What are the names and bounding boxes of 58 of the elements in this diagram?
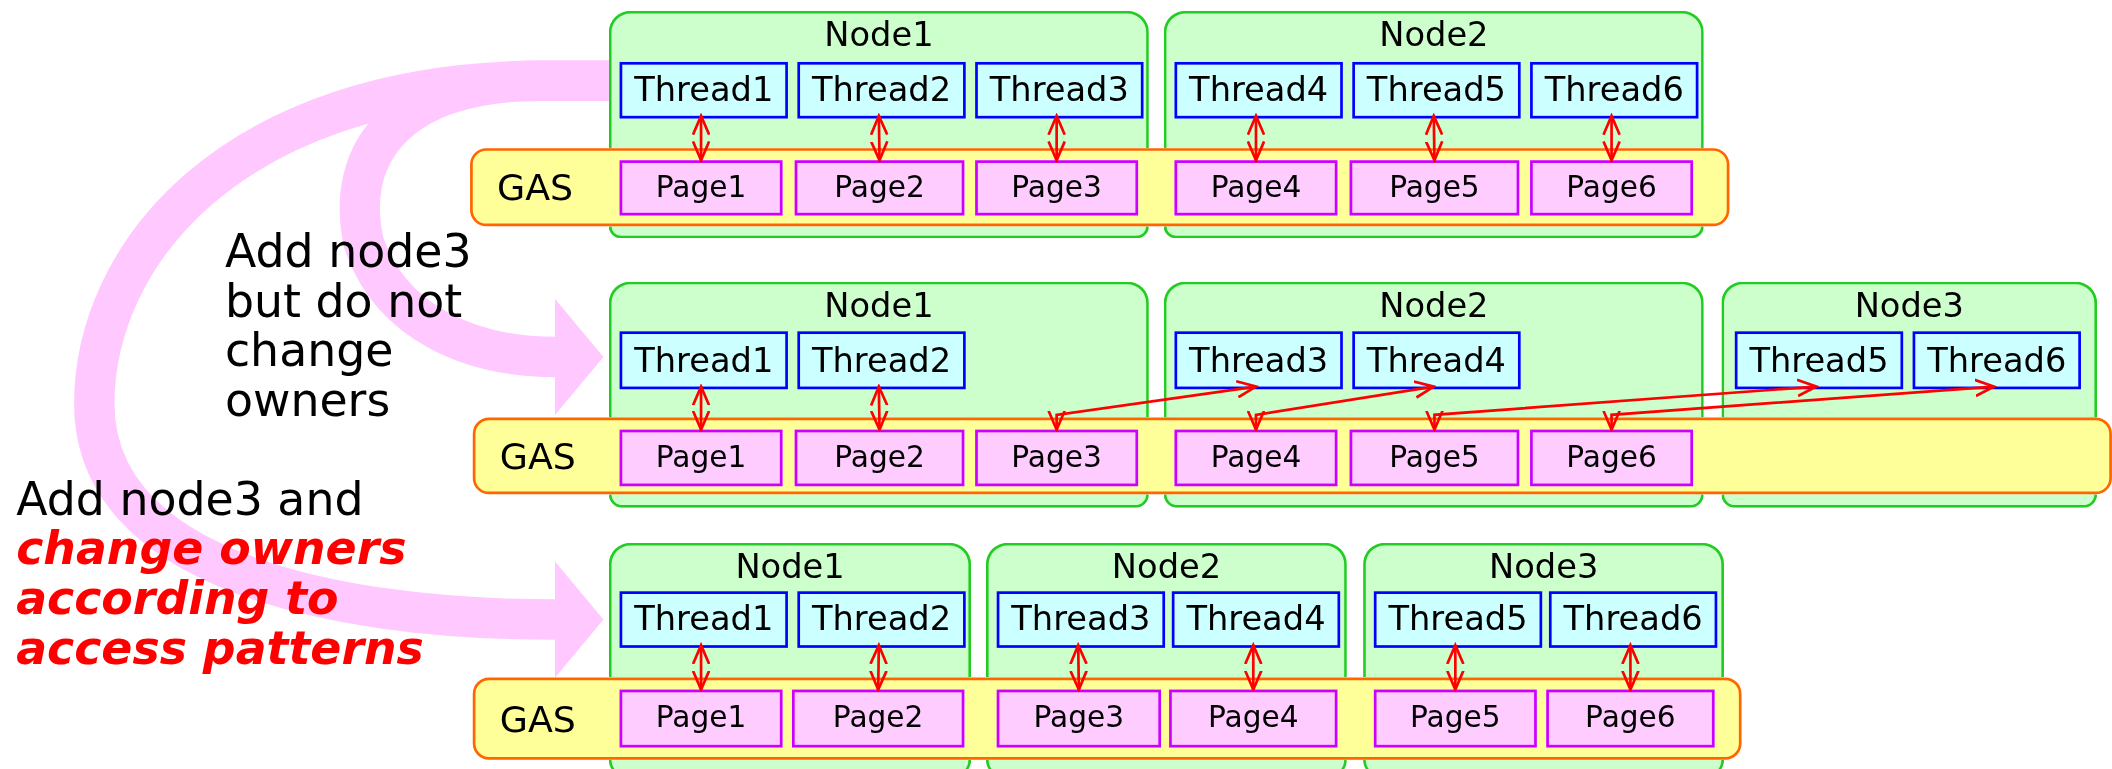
arrow	[1425, 378, 1818, 431]
thread-box: Thread1	[619, 591, 788, 648]
arrow	[1243, 643, 1263, 691]
node-panel	[985, 542, 1347, 678]
arrow	[1602, 114, 1621, 162]
thread-box: Thread4	[1352, 331, 1521, 390]
node-panel	[1163, 281, 1704, 418]
arrow	[1069, 643, 1088, 691]
node-title: Node1	[735, 548, 845, 586]
arrow	[74, 60, 609, 678]
thread-box: Thread2	[797, 331, 966, 390]
thread-box: Thread5	[1373, 591, 1543, 648]
node-title: Node1	[824, 16, 934, 54]
arrow	[1047, 114, 1067, 162]
arrow	[1621, 643, 1640, 691]
arrow	[1445, 643, 1465, 691]
edge-label: Add node3 and change owners according to access patterns	[16, 474, 425, 674]
band-label: GAS	[499, 698, 576, 739]
node-title: Node1	[824, 286, 934, 324]
edge-label: Add node3 but do not change owners	[224, 226, 473, 426]
thread-box: Thread2	[797, 591, 966, 648]
thread-box: Thread4	[1171, 591, 1341, 648]
band-label: GAS	[497, 167, 574, 208]
band-label: GAS	[499, 435, 576, 476]
thread-box: Thread3	[975, 61, 1144, 119]
node-title: Node3	[1489, 548, 1599, 586]
node-title: Node2	[1379, 286, 1489, 324]
node-panel	[608, 542, 972, 678]
arrow	[1246, 380, 1436, 431]
thread-box: Thread6	[1912, 331, 2081, 390]
arrow	[1246, 114, 1266, 162]
arrow	[691, 385, 711, 431]
thread-box: Thread5	[1352, 61, 1521, 119]
arrow	[691, 643, 711, 691]
thread-box: Thread4	[1174, 61, 1343, 119]
arrow	[869, 385, 889, 431]
arrow	[1602, 378, 1996, 431]
arrow	[869, 114, 889, 162]
thread-box: Thread2	[797, 61, 966, 119]
thread-box: Thread6	[1530, 61, 1699, 119]
node-panel	[1363, 542, 1725, 678]
thread-box: Thread1	[619, 331, 788, 390]
arrow	[1047, 379, 1258, 431]
thread-box: Thread6	[1548, 591, 1718, 648]
thread-box: Thread1	[619, 61, 788, 119]
node-panel	[1163, 10, 1704, 149]
node-panel	[608, 10, 1149, 149]
node-title: Node2	[1379, 16, 1489, 54]
node-panel	[608, 281, 1149, 418]
node-panel	[1721, 281, 2098, 418]
arrow	[1424, 114, 1444, 162]
arrow	[691, 114, 711, 162]
thread-box: Thread3	[1174, 331, 1343, 390]
node-title: Node3	[1854, 286, 1964, 324]
thread-box: Thread5	[1734, 331, 1904, 390]
thread-box: Thread3	[996, 591, 1166, 648]
arrow	[869, 643, 888, 691]
node-title: Node2	[1111, 548, 1222, 586]
